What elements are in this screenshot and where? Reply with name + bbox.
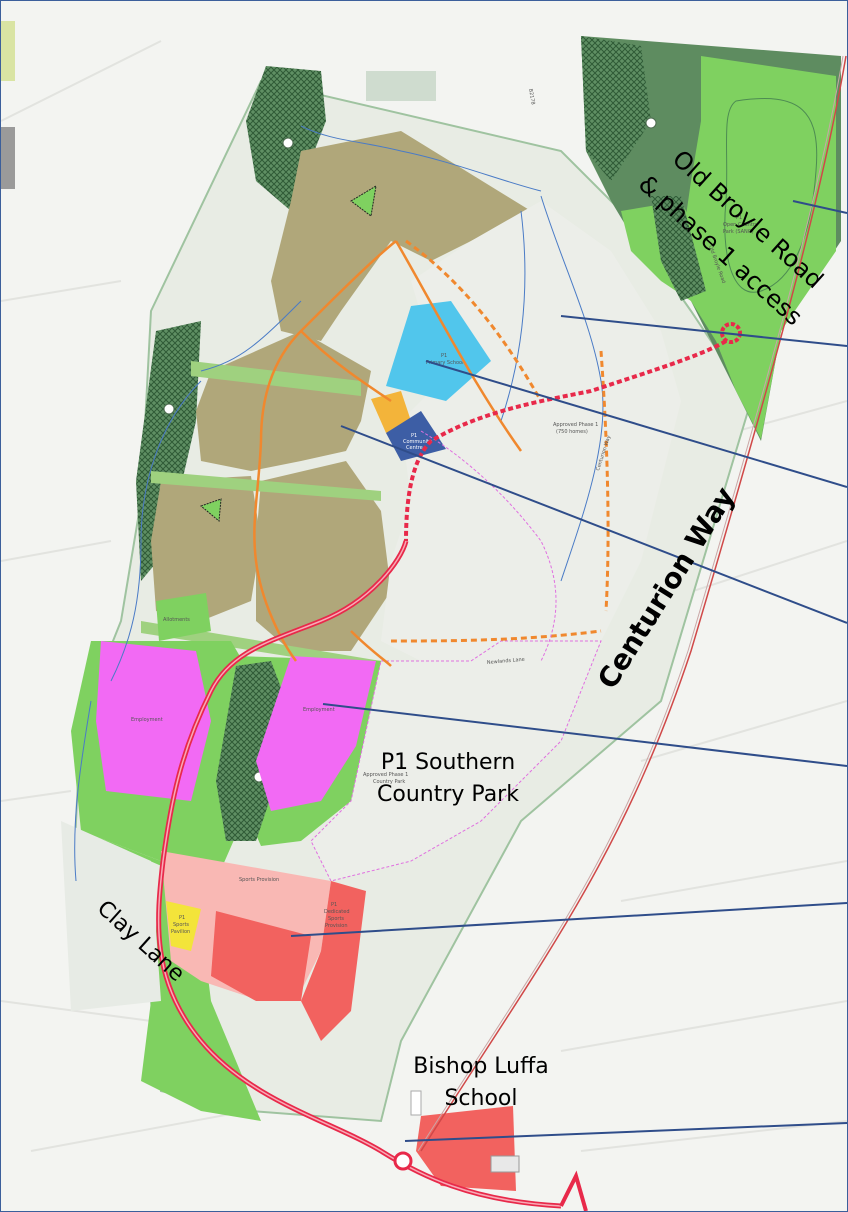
woodland-marker-sang xyxy=(645,117,657,129)
sports-pavilion-area xyxy=(166,901,201,951)
residential-parcel-south-west xyxy=(151,476,261,621)
callout-primary-school xyxy=(425,360,847,488)
approved-phase1-text-2: (750 homes) xyxy=(556,429,588,435)
community-centre-text-2: Community xyxy=(403,439,432,445)
spine-road-centre xyxy=(157,540,562,1207)
newlands-lane-text: Newlands Lane xyxy=(487,657,525,666)
southern-park-label-2: Country Park xyxy=(377,782,519,807)
watercourses xyxy=(74,125,604,882)
school-building xyxy=(490,1155,520,1173)
spine-road-junction xyxy=(559,1170,588,1211)
play-area-south xyxy=(200,498,222,522)
grey-block-north xyxy=(366,71,436,101)
centurion-way-line xyxy=(420,55,847,1152)
woodland-marker-west xyxy=(163,403,175,415)
sports-provision-text: Sports Provision xyxy=(239,877,279,883)
primary-school-area xyxy=(386,301,491,401)
allotments-area xyxy=(156,593,211,641)
callout-employment xyxy=(322,703,847,767)
callout-residential xyxy=(340,425,847,624)
dedicated-sports-text-4: Provision xyxy=(325,923,348,929)
green-corridor-2 xyxy=(151,471,381,501)
green-space-clay-lane xyxy=(81,831,261,1121)
school-entrance xyxy=(410,1090,422,1116)
bishop-luffa-label-1: Bishop Luffa xyxy=(413,1054,548,1079)
sports-pavilion-text-2: Sports xyxy=(173,922,189,928)
approved-phase1-text-1: Approved Phase 1 xyxy=(553,422,598,428)
residential-parcel-north xyxy=(271,131,531,341)
sang-text-1: P1 xyxy=(736,215,742,221)
approved-country-park-area xyxy=(310,640,602,882)
secondary-roads xyxy=(253,240,523,667)
corner-band-yellow xyxy=(1,21,15,81)
approved-country-park-text-1: Approved Phase 1 xyxy=(363,772,408,778)
dedicated-sports-area xyxy=(301,881,366,1041)
sports-pavilion-text-1: P1 xyxy=(179,915,185,921)
primary-school-text-2: Primary School xyxy=(426,360,464,366)
southern-park-label-1: P1 Southern xyxy=(381,750,515,775)
approved-roads xyxy=(390,239,610,643)
sang-woodland-hatch xyxy=(581,36,651,181)
sports-pavilion-text-3: Pavilion xyxy=(171,929,190,935)
callout-sports xyxy=(290,902,847,937)
luffa-roundabout xyxy=(393,1151,413,1171)
approved-country-park-text-2: Country Park xyxy=(373,779,405,785)
bishop-luffa-label-2: School xyxy=(444,1086,517,1111)
phase1-boundary xyxy=(420,430,557,662)
callout-bishop-luffa xyxy=(404,1122,847,1142)
employment-east-text: Employment xyxy=(303,707,335,713)
road-b2178-text: B2178 xyxy=(527,88,536,105)
sang-text-3: Park (SANG) xyxy=(723,229,754,235)
sports-pitch-area xyxy=(211,911,311,1001)
sang-path xyxy=(724,98,818,293)
community-centre-text-3: Centre xyxy=(406,445,423,451)
primary-school-text-1: P1 xyxy=(441,353,447,359)
woodland-west xyxy=(136,321,201,581)
grey-field-west xyxy=(61,821,161,1011)
corner-band-grey xyxy=(1,127,15,189)
allotments-text: Allotments xyxy=(163,617,190,623)
employment-area-east xyxy=(256,656,376,811)
callout-lines xyxy=(290,200,847,1142)
woodland-marker-north xyxy=(282,137,294,149)
dedicated-sports-text-3: Sports xyxy=(328,916,344,922)
callout-sang xyxy=(792,200,847,214)
phase1-access-route xyxy=(404,339,728,542)
residential-parcel-west xyxy=(196,331,371,471)
local-centre-block xyxy=(371,391,411,433)
play-area-north xyxy=(350,185,377,217)
phase1-access-roundabout xyxy=(720,322,742,344)
sang-hatch-strip xyxy=(651,196,706,301)
green-corridor-1 xyxy=(191,361,361,396)
callout-phase1-homes xyxy=(560,315,847,347)
dedicated-sports-text-1: P1 xyxy=(331,902,337,908)
employment-west-text: Employment xyxy=(131,717,163,723)
dedicated-sports-text-2: Dedicated xyxy=(324,909,350,915)
sang-open-country xyxy=(681,56,836,439)
sang-text-2: Open Country xyxy=(723,222,758,228)
community-centre-text-1: P1 xyxy=(411,433,417,439)
